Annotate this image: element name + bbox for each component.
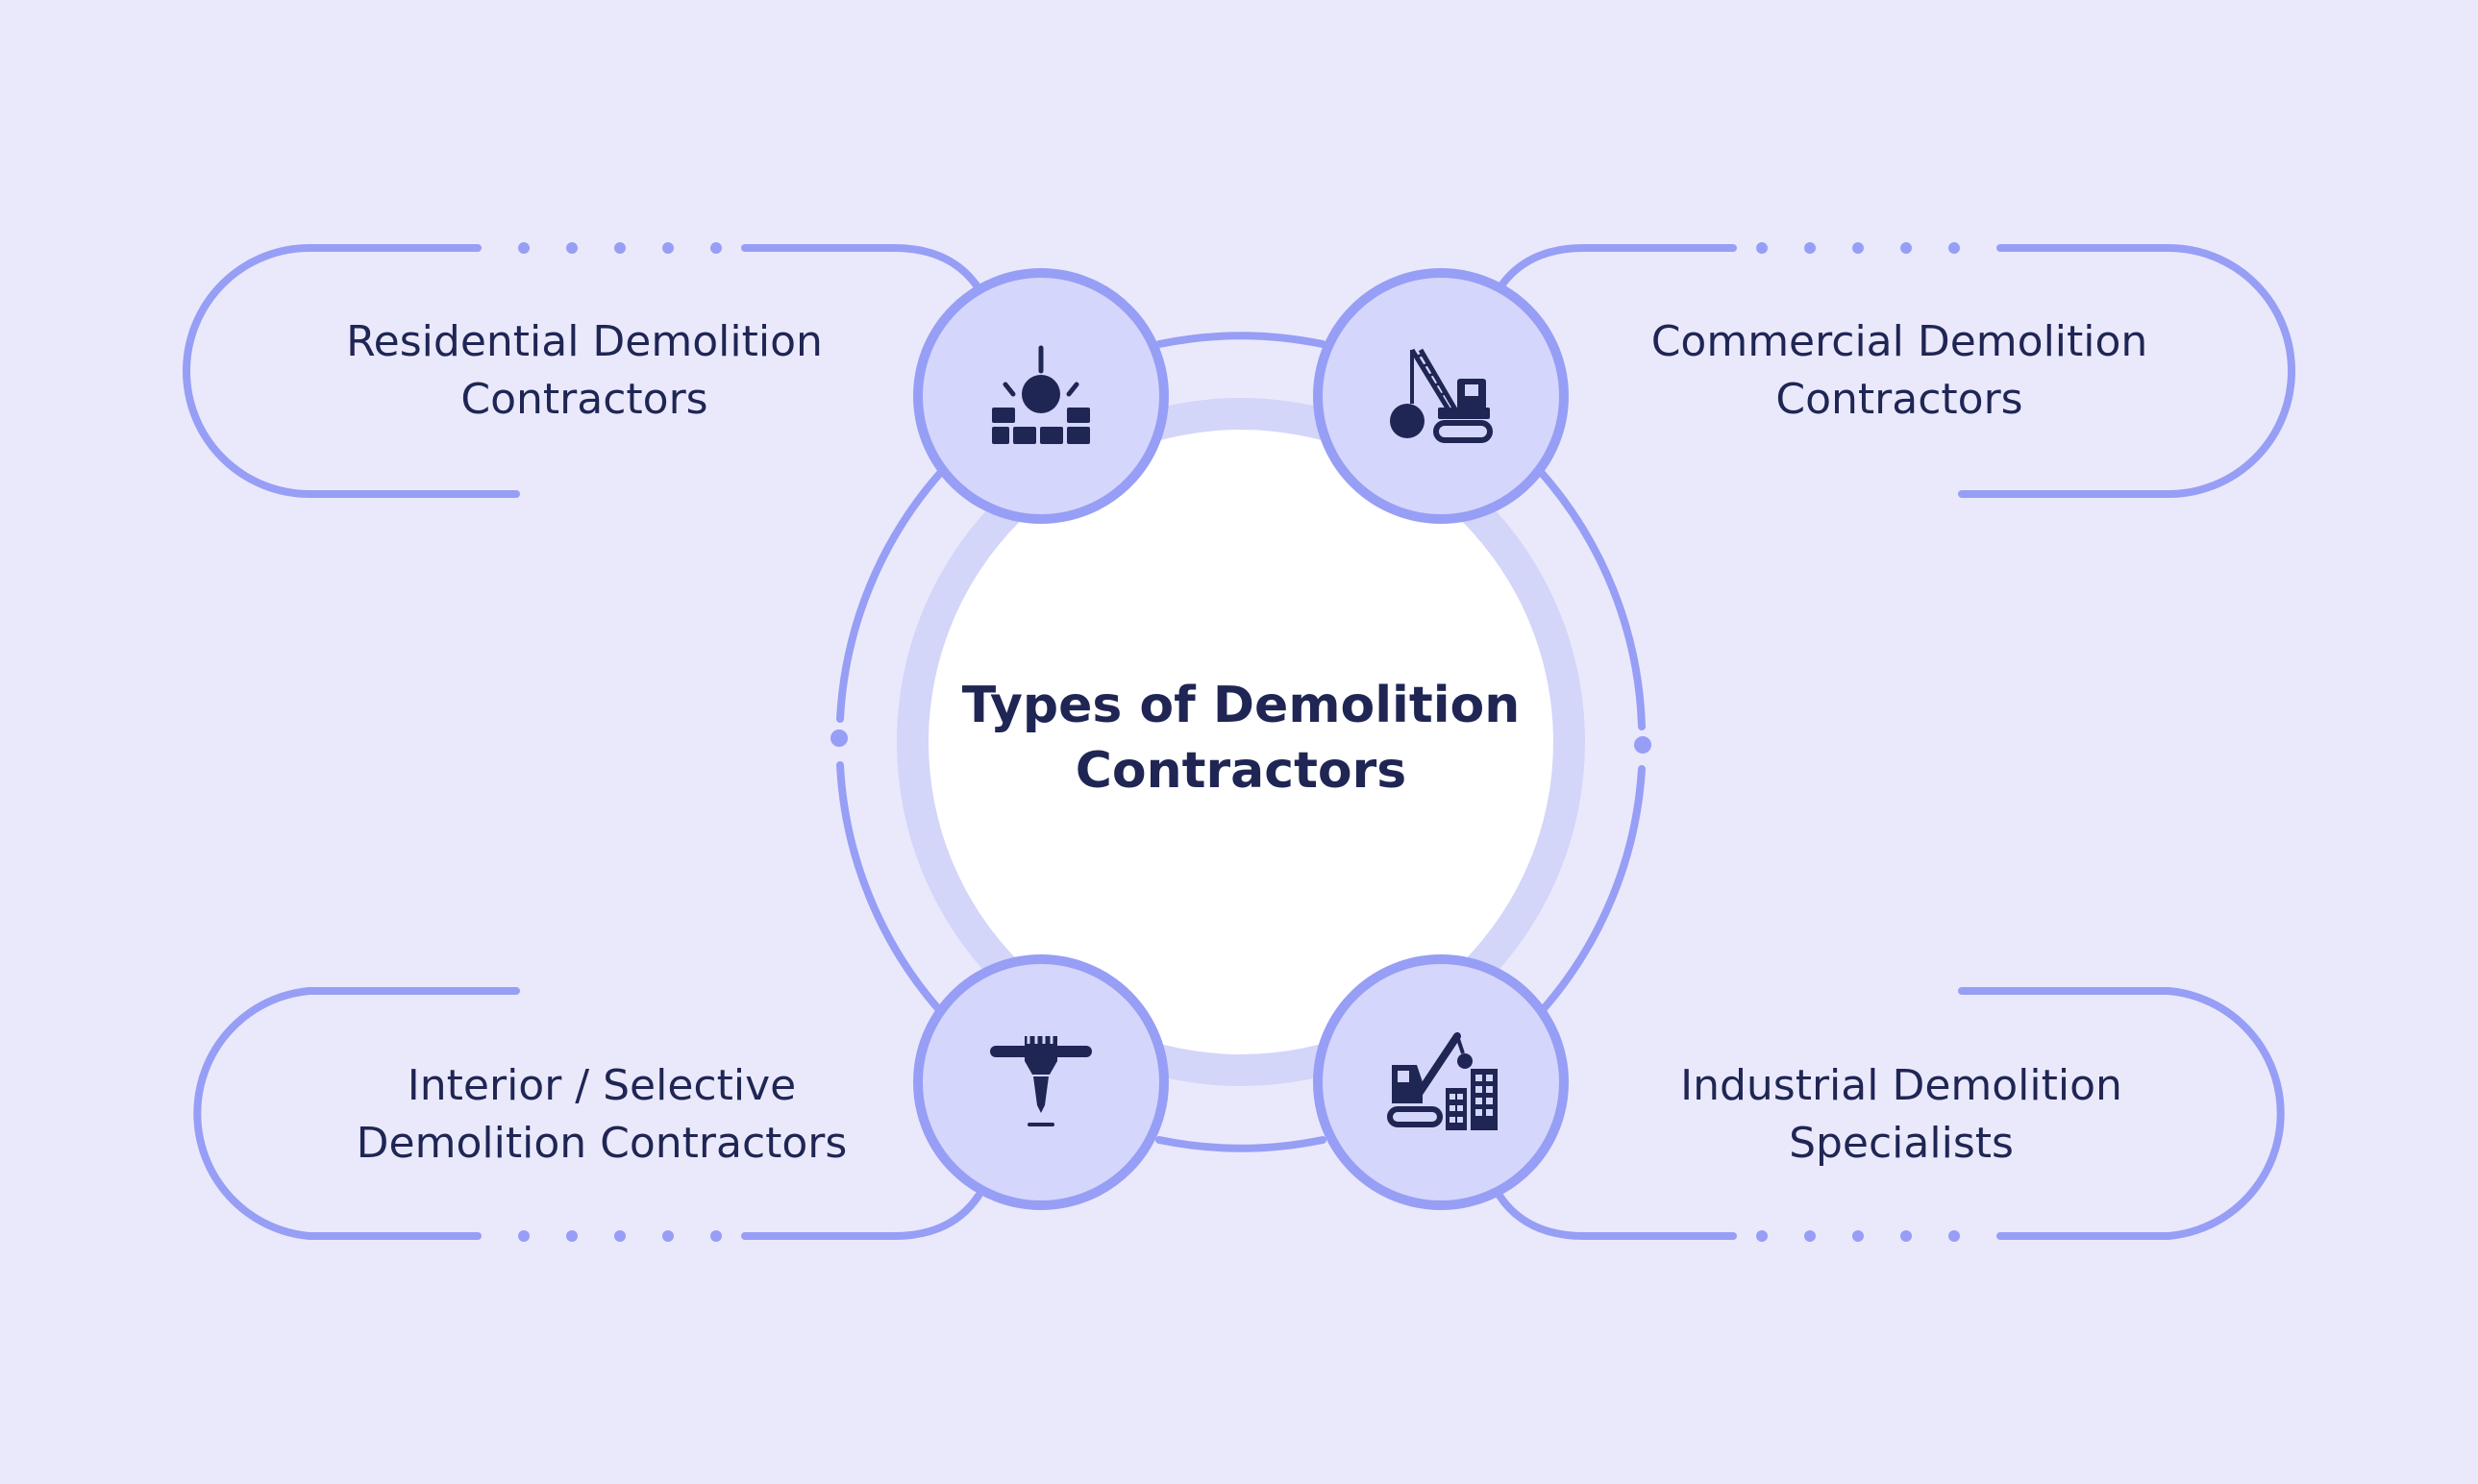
badge-residential xyxy=(913,268,1169,524)
label-industrial-line1: Industrial Demolition xyxy=(1680,1061,2122,1110)
crawler-crane-icon xyxy=(1390,348,1493,443)
diagram-title-line2: Contractors xyxy=(1075,742,1407,800)
pill-outline-residential xyxy=(183,242,982,498)
jackhammer-icon xyxy=(990,1034,1092,1126)
pill-outline-commercial xyxy=(1496,242,2295,498)
label-commercial-line1: Commercial Demolition xyxy=(1650,317,2148,366)
pill-outline-industrial xyxy=(1496,987,2285,1242)
ring-dot-right xyxy=(1634,736,1651,754)
label-industrial-line2: Specialists xyxy=(1789,1119,2014,1168)
badge-interior xyxy=(913,954,1169,1210)
label-residential-line1: Residential Demolition xyxy=(346,317,823,366)
diagram-title-line1: Types of Demolition xyxy=(961,677,1521,734)
label-residential-line2: Contractors xyxy=(460,375,708,424)
center-disc xyxy=(929,430,1553,1054)
diagram-title: Types of Demolition Contractors xyxy=(953,673,1529,804)
label-industrial: Industrial Demolition Specialists xyxy=(1613,1057,2190,1173)
label-interior-line2: Demolition Contractors xyxy=(356,1119,848,1168)
outer-ring xyxy=(836,332,1646,1152)
badge-commercial xyxy=(1313,268,1569,524)
label-commercial: Commercial Demolition Contractors xyxy=(1611,313,2188,429)
label-interior-line1: Interior / Selective xyxy=(407,1061,797,1110)
label-interior: Interior / Selective Demolition Contract… xyxy=(313,1057,890,1173)
badge-industrial xyxy=(1313,954,1569,1210)
pill-outline-interior xyxy=(193,987,982,1242)
label-residential: Residential Demolition Contractors xyxy=(296,313,873,429)
label-commercial-line2: Contractors xyxy=(1775,375,2023,424)
ring-dot-left xyxy=(830,730,848,747)
wrecking-ball-wall-icon xyxy=(992,345,1090,444)
crane-building-icon xyxy=(1387,1032,1498,1130)
